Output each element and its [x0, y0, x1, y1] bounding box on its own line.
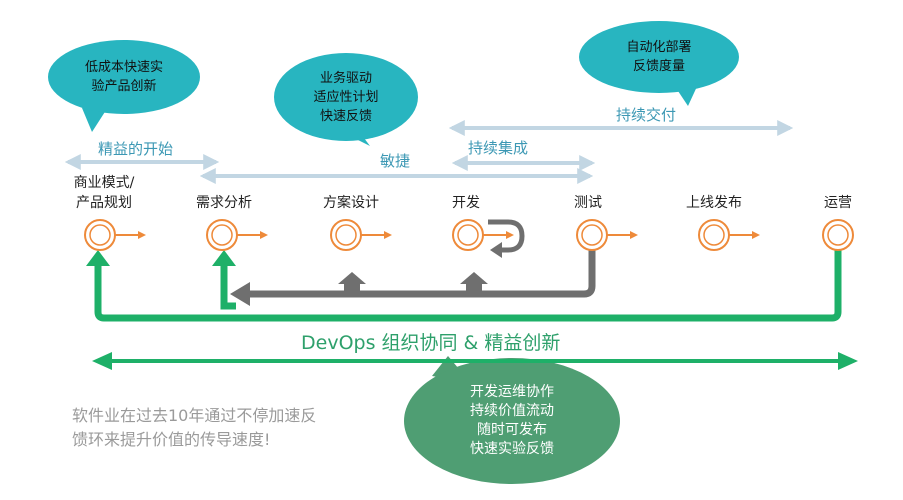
- devops-bubble: [404, 356, 620, 484]
- devops-loop-arrowhead: [212, 250, 236, 266]
- stage-node-design: [330, 219, 392, 251]
- stage-connector-head-test: [630, 231, 638, 239]
- ops-loop-arrowhead: [86, 250, 110, 266]
- stage-node-inner-test: [581, 224, 603, 246]
- devops-feedback-loop: [220, 264, 236, 310]
- feedback-branch-arrow-1: [338, 272, 366, 292]
- stage-label-release: 上线发布: [686, 195, 742, 211]
- dev-loop-arrowhead: [490, 242, 502, 258]
- agile-bubble: [274, 53, 418, 146]
- dev-iteration-loop: [488, 219, 525, 253]
- devops-title: DevOps 组织协同 & 精益创新: [301, 332, 561, 354]
- stage-connector-head-dev: [506, 231, 514, 239]
- lean-bubble: [48, 40, 200, 132]
- stage-label-dev: 开发: [452, 195, 480, 211]
- stage-node-inner-operations: [827, 224, 849, 246]
- stage-node-inner-requirements: [211, 224, 233, 246]
- stage-label-operations: 运营: [824, 195, 852, 211]
- stage-connector-head-requirements: [260, 231, 268, 239]
- stage-node-inner-release: [703, 224, 725, 246]
- stage-node-release: [698, 219, 760, 251]
- ops-feedback-loop: [94, 250, 842, 322]
- stage-node-inner-dev: [457, 224, 479, 246]
- agile-label: 敏捷: [380, 152, 411, 170]
- stage-label-business-model: 商业模式/ 产品规划: [73, 175, 135, 211]
- stage-connector-head-release: [752, 231, 760, 239]
- stage-node-test: [576, 219, 638, 251]
- lean-start-label: 精益的开始: [98, 140, 174, 158]
- stage-node-dev: [452, 219, 514, 251]
- stage-label-requirements: 需求分析: [196, 195, 252, 211]
- cd-label: 持续交付: [616, 106, 677, 124]
- stage-node-business-model: [84, 219, 146, 251]
- devops-arrow-left-head: [92, 352, 112, 370]
- stage-node-operations: [822, 219, 854, 251]
- lean-bubble-text: 低成本快速实 验产品创新: [84, 60, 163, 94]
- stage-node-requirements: [206, 219, 268, 251]
- stage-label-test: 测试: [574, 195, 602, 211]
- cd-bubble: [579, 21, 739, 106]
- agile-bubble-text: 业务驱动 适应性计划 快速反馈: [313, 71, 379, 124]
- ci-label: 持续集成: [468, 139, 529, 157]
- devops-bubble-text: 开发运维协作 持续价值流动 随时可发布 快速实验反馈: [470, 384, 554, 457]
- test-loop-arrowhead: [230, 282, 250, 306]
- devops-arrow-right-head: [838, 352, 858, 370]
- stage-connector-head-design: [384, 231, 392, 239]
- stage-label-design: 方案设计: [323, 195, 379, 211]
- feedback-branch-arrow-2: [460, 272, 488, 292]
- cd-bubble-text: 自动化部署 反馈度量: [626, 40, 692, 74]
- stage-node-inner-design: [335, 224, 357, 246]
- stage-node-inner-business-model: [89, 224, 111, 246]
- test-feedback-loop: [248, 250, 596, 298]
- summary-note: 软件业在过去10年通过不停加速反 馈环来提升价值的传导速度!: [72, 406, 317, 449]
- stage-connector-head-business-model: [138, 231, 146, 239]
